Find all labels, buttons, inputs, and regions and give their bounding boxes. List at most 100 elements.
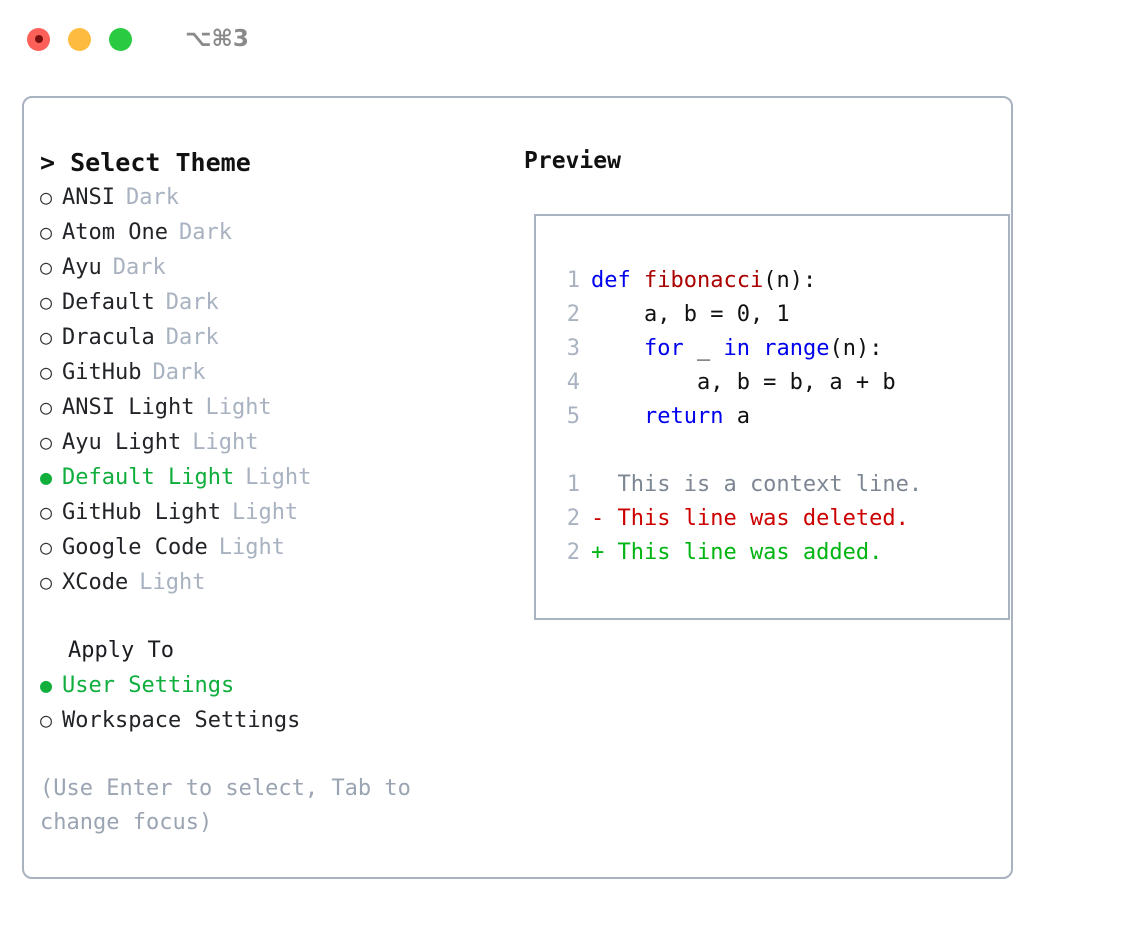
diff-line-text: This is a context line.: [591, 472, 923, 497]
theme-list-title: > Select Theme: [40, 146, 502, 180]
theme-list-item[interactable]: ● Default Light Light: [40, 460, 502, 495]
radio-unselected-icon: ○: [40, 500, 53, 524]
theme-variant-badge: Light: [192, 430, 259, 455]
code-token-plain: (n):: [829, 336, 883, 361]
theme-list-item[interactable]: ○ Atom One Dark: [40, 215, 502, 250]
code-line-text: a, b = 0, 1: [591, 298, 790, 332]
theme-name: GitHub: [62, 360, 142, 385]
code-token-plain: a, b = 0, 1: [591, 302, 790, 327]
code-line-text: a, b = b, a + b: [591, 366, 896, 400]
spacer: [554, 434, 1008, 468]
theme-variant-badge: Dark: [125, 185, 179, 210]
apply-to-option-label: User Settings: [62, 673, 235, 698]
code-token-fn: fibonacci: [643, 268, 764, 293]
radio-unselected-icon: ○: [40, 255, 53, 279]
radio-unselected-icon: ○: [40, 290, 53, 314]
code-token-kw: for: [643, 336, 684, 361]
traffic-light-group: [27, 27, 132, 51]
code-line: 4 a, b = b, a + b: [554, 366, 1008, 400]
spacer: [40, 600, 502, 634]
code-token-kw: in: [723, 336, 750, 361]
maximize-button[interactable]: [109, 27, 132, 51]
keyboard-hint-text: (Use Enter to select, Tab to change focu…: [40, 776, 425, 835]
theme-name: Atom One: [62, 220, 168, 245]
theme-variant-badge: Dark: [165, 290, 219, 315]
theme-variant-badge: Dark: [178, 220, 232, 245]
radio-unselected-icon: ○: [40, 220, 53, 244]
radio-selected-icon: ●: [40, 673, 53, 697]
code-token-plain: [591, 336, 644, 361]
radio-unselected-icon: ○: [40, 395, 53, 419]
radio-selected-icon: ●: [40, 465, 53, 489]
code-line-number: 4: [566, 370, 580, 395]
theme-variant-badge: Light: [218, 535, 285, 560]
theme-name: Default: [62, 290, 155, 315]
keyboard-shortcut-label: ⌥⌘3: [185, 26, 249, 52]
code-line-text: return a: [591, 400, 750, 434]
theme-name: GitHub Light: [62, 500, 221, 525]
prompt-caret-icon: >: [40, 148, 56, 177]
diff-sample: 1 This is a context line. 2- This line wa…: [554, 468, 1008, 570]
diff-line-del: 2- This line was deleted.: [554, 502, 1008, 536]
theme-variant-badge: Light: [245, 465, 312, 490]
radio-unselected-icon: ○: [40, 185, 53, 209]
theme-name: Google Code: [62, 535, 208, 560]
close-button[interactable]: [27, 27, 50, 51]
code-line-number: 3: [566, 336, 580, 361]
code-token-plain: a, b = b, a + b: [591, 370, 896, 395]
diff-line-add: 2 + This line was added.: [554, 536, 1008, 570]
radio-unselected-icon: ○: [40, 708, 53, 732]
theme-name: Default Light: [62, 465, 235, 490]
radio-unselected-icon: ○: [40, 570, 53, 594]
diff-line-text: + This line was added.: [591, 540, 883, 565]
diff-line-number: 2: [566, 540, 580, 565]
theme-list-item[interactable]: ○ Dracula Dark: [40, 320, 502, 355]
theme-variant-badge: Dark: [165, 325, 219, 350]
theme-name: ANSI: [62, 185, 115, 210]
preview-title: Preview: [524, 148, 621, 174]
apply-to-option[interactable]: ● User Settings: [40, 668, 502, 703]
code-line-number: 5: [566, 404, 580, 429]
code-token-plain: [591, 404, 644, 429]
theme-list-title-text: Select Theme: [70, 148, 251, 177]
radio-unselected-icon: ○: [40, 325, 53, 349]
code-line: 1 def fibonacci(n):: [554, 264, 1008, 298]
radio-unselected-icon: ○: [40, 430, 53, 454]
theme-name: Ayu: [62, 255, 102, 280]
theme-list-item[interactable]: ○ Default Dark: [40, 285, 502, 320]
diff-line-number: 1: [566, 472, 580, 497]
code-line-text: def fibonacci(n):: [591, 264, 816, 298]
code-token-plain: [750, 336, 763, 361]
apply-to-list[interactable]: ● User Settings ○Workspace Settings: [40, 668, 502, 738]
theme-variant-badge: Light: [139, 570, 206, 595]
code-line: 5 return a: [554, 400, 1008, 434]
code-line: 2 a, b = 0, 1: [554, 298, 1008, 332]
theme-name: Dracula: [62, 325, 155, 350]
code-line-number: 1: [566, 268, 580, 293]
apply-to-option[interactable]: ○Workspace Settings: [40, 703, 502, 738]
minimize-button[interactable]: [68, 27, 91, 51]
theme-list-item[interactable]: ○ ANSI Dark: [40, 180, 502, 215]
theme-list-item[interactable]: ○ Google Code Light: [40, 530, 502, 565]
title-bar: ⌥⌘3: [0, 0, 1140, 78]
theme-variant-badge: Light: [205, 395, 272, 420]
theme-name: ANSI Light: [62, 395, 195, 420]
theme-variant-badge: Light: [231, 500, 299, 525]
code-token-plain: a: [723, 404, 750, 429]
code-token-kw: def: [591, 268, 644, 293]
diff-line-number: 2: [566, 506, 580, 531]
theme-list-item[interactable]: ○ ANSI Light Light: [40, 390, 502, 425]
theme-list-item[interactable]: ○ GitHub Light Light: [40, 495, 502, 530]
radio-unselected-icon: ○: [40, 535, 53, 559]
code-line-text: for _ in range(n):: [591, 332, 882, 366]
